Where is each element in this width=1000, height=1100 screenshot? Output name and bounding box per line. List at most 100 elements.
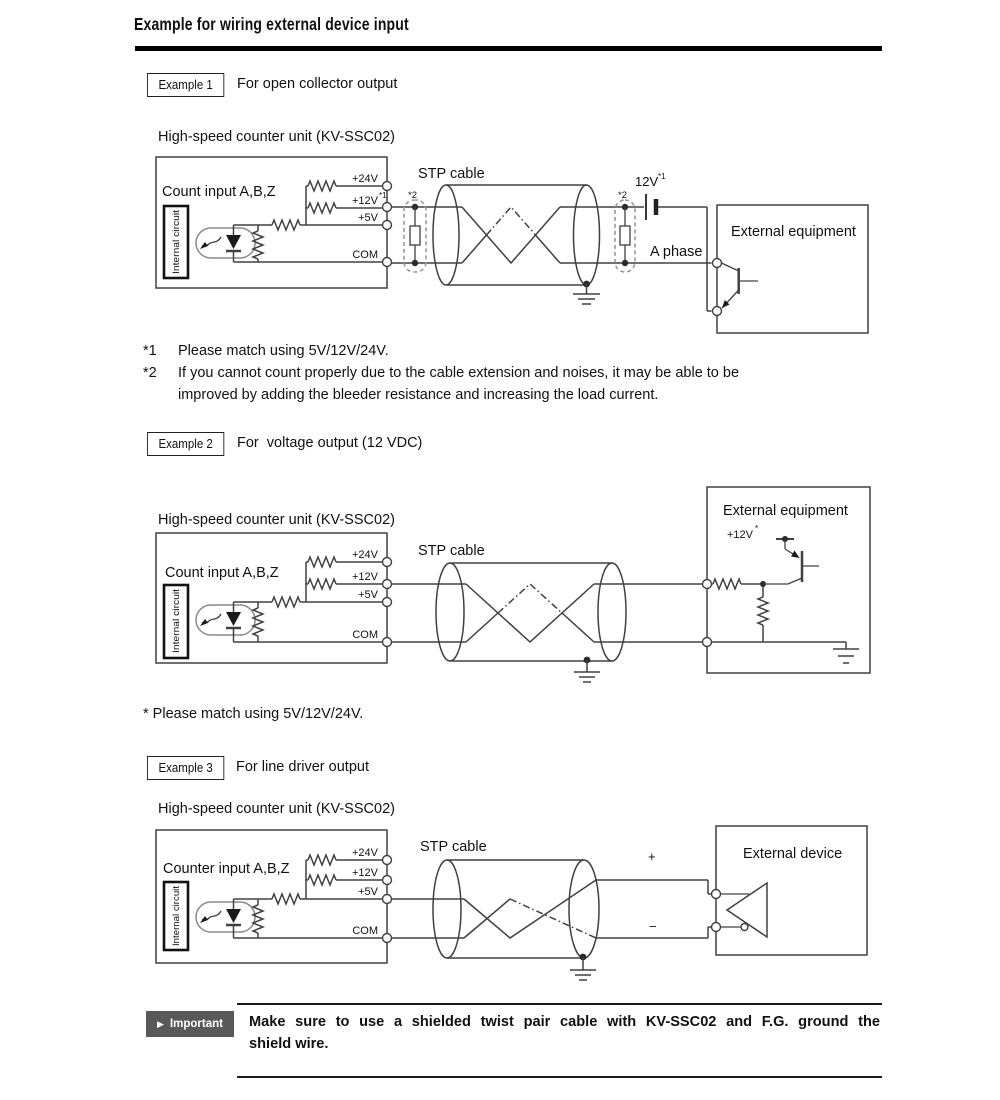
d2-resistor-pulldown-icon (755, 587, 771, 642)
d2-external-equipment-box: External equipment +12V * (701, 486, 871, 674)
d2-unit-label: High-speed counter unit (KV-SSC02) (158, 512, 395, 528)
d1-counter-unit-box: Count input A,B,Z Internal circuit +24V (155, 156, 393, 289)
d3-terminal-com-label: COM (352, 925, 378, 937)
d3-resistor-icon (271, 891, 301, 907)
footnote2-line1: If you cannot count properly due to the … (178, 365, 740, 381)
d3-wires-left (391, 898, 464, 939)
d1-stp-label: STP cable (418, 166, 485, 182)
d1-resistor-12v-icon (306, 200, 383, 216)
d2-resistor-vertical-icon (250, 602, 266, 642)
d2-ground-icon (833, 642, 859, 664)
d2-optocoupler-icon (195, 602, 256, 642)
d1-a-phase-label: A phase (650, 244, 702, 260)
page-title: Example for wiring external device input (134, 14, 409, 34)
d3-resistor-vertical-icon (250, 899, 266, 938)
d1-stp-cable (432, 184, 601, 305)
d2-ext-terminal-top (701, 578, 713, 590)
d3-plus-label: + (648, 849, 656, 864)
d2-transistor-icon (763, 536, 819, 585)
d3-wire-plus (596, 879, 712, 895)
d2-terminal-com (381, 636, 393, 648)
footnote-single: * Please match using 5V/12V/24V. (143, 706, 364, 722)
d1-terminal-12v-sup: *1 (379, 191, 387, 200)
example2-badge-label: Example 2 (158, 437, 213, 451)
d3-terminal-24v-label: +24V (352, 847, 379, 859)
d1-terminal-5v (381, 219, 393, 231)
d1-shield-ground-icon (573, 280, 600, 305)
d3-ext-terminal-plus (710, 888, 722, 900)
d3-resistor-24v-icon (306, 852, 383, 868)
d2-wires-right (594, 583, 703, 643)
d1-bleeder-resistor-1: *2 (403, 190, 427, 273)
play-triangle-icon: ▶ (157, 1018, 164, 1029)
d1-wires-right (560, 206, 712, 264)
diagram-voltage-output: High-speed counter unit (KV-SSC02) Count… (155, 486, 871, 683)
d2-resistor-input-icon (711, 576, 760, 592)
d2-terminal-12v-label: +12V (352, 571, 379, 583)
d1-supply-wire (658, 206, 712, 312)
footnote1-marker: *1 (143, 343, 157, 359)
d3-terminal-5v-label: +5V (358, 886, 379, 898)
d1-terminal-24v (381, 180, 393, 192)
d2-stp-label: STP cable (418, 543, 485, 559)
d3-shield-ground-icon (570, 953, 596, 981)
d3-terminal-12v-label: +12V (352, 867, 379, 879)
d3-stp-label: STP cable (420, 839, 487, 855)
d3-counter-unit-box: Counter input A,B,Z Internal circuit +24… (155, 829, 393, 964)
d1-supply-sup: *1 (658, 172, 666, 181)
d2-input-label: Count input A,B,Z (165, 565, 279, 581)
d2-terminal-24v-label: +24V (352, 549, 379, 561)
diagram-open-collector: High-speed counter unit (KV-SSC02) Count… (155, 129, 869, 334)
d2-stp-cable (435, 562, 627, 683)
d1-input-label: Count input A,B,Z (162, 184, 276, 200)
d3-stp-cable (432, 859, 600, 981)
d1-terminal-com-label: COM (352, 249, 378, 261)
d2-terminal-com-label: COM (352, 629, 378, 641)
example1-badge: Example 1 (147, 73, 225, 97)
d3-terminal-5v (381, 893, 393, 905)
d3-input-label: Counter input A,B,Z (163, 861, 290, 877)
footnote1-text: Please match using 5V/12V/24V. (178, 343, 389, 359)
title-rule (135, 46, 882, 51)
d3-ext-terminal-minus (710, 921, 722, 933)
d1-bleeder-resistor-2: *2 (614, 190, 636, 273)
d1-bleeder1-label: *2 (408, 190, 417, 201)
d2-ext-terminal-bottom (701, 636, 713, 648)
d1-transistor-icon (721, 262, 758, 309)
d3-terminal-com (381, 932, 393, 944)
important-line2: shield wire. (249, 1035, 329, 1052)
important-line1: Make sure to use a shielded twist pair c… (249, 1014, 880, 1030)
example3-badge-label: Example 3 (158, 761, 213, 775)
d3-optocoupler-icon (195, 899, 256, 938)
d1-optocoupler-icon (195, 225, 256, 262)
example1-caption: For open collector output (237, 76, 398, 92)
d3-terminal-24v (381, 854, 393, 866)
d1-terminal-24v-label: +24V (352, 173, 379, 185)
d3-terminal-12v (381, 874, 393, 886)
d2-internal-circuit-label: Internal circuit (171, 589, 182, 653)
example3-badge: Example 3 (147, 756, 225, 780)
diagram-line-driver: High-speed counter unit (KV-SSC02) Count… (155, 801, 868, 981)
d2-supply-sup: * (755, 524, 758, 533)
d1-terminal-12v-label: +12V (352, 195, 379, 207)
d1-terminal-5v-label: +5V (358, 212, 379, 224)
d1-external-label: External equipment (731, 224, 856, 240)
d1-unit-label: High-speed counter unit (KV-SSC02) (158, 129, 395, 145)
d1-supply-label: 12V (635, 174, 658, 189)
d1-external-equipment-box: External equipment (711, 204, 869, 334)
d1-terminal-12v (381, 201, 393, 213)
d1-resistor-icon (271, 217, 301, 233)
example2-caption: For voltage output (12 VDC) (237, 435, 423, 451)
important-badge: ▶ Important (146, 1011, 234, 1037)
d3-external-label: External device (743, 846, 842, 862)
d1-bleeder2-label: *2 (618, 190, 627, 201)
d2-supply-label: +12V (727, 529, 754, 541)
d1-resistor-24v-icon (306, 178, 383, 194)
example3-caption: For line driver output (236, 759, 369, 775)
d2-shield-ground-icon (574, 656, 600, 683)
footnote2-marker: *2 (143, 365, 157, 381)
d2-resistor-icon (271, 594, 301, 610)
d2-terminal-24v (381, 556, 393, 568)
important-rule-top (237, 1003, 882, 1005)
important-rule-bottom (237, 1076, 882, 1078)
